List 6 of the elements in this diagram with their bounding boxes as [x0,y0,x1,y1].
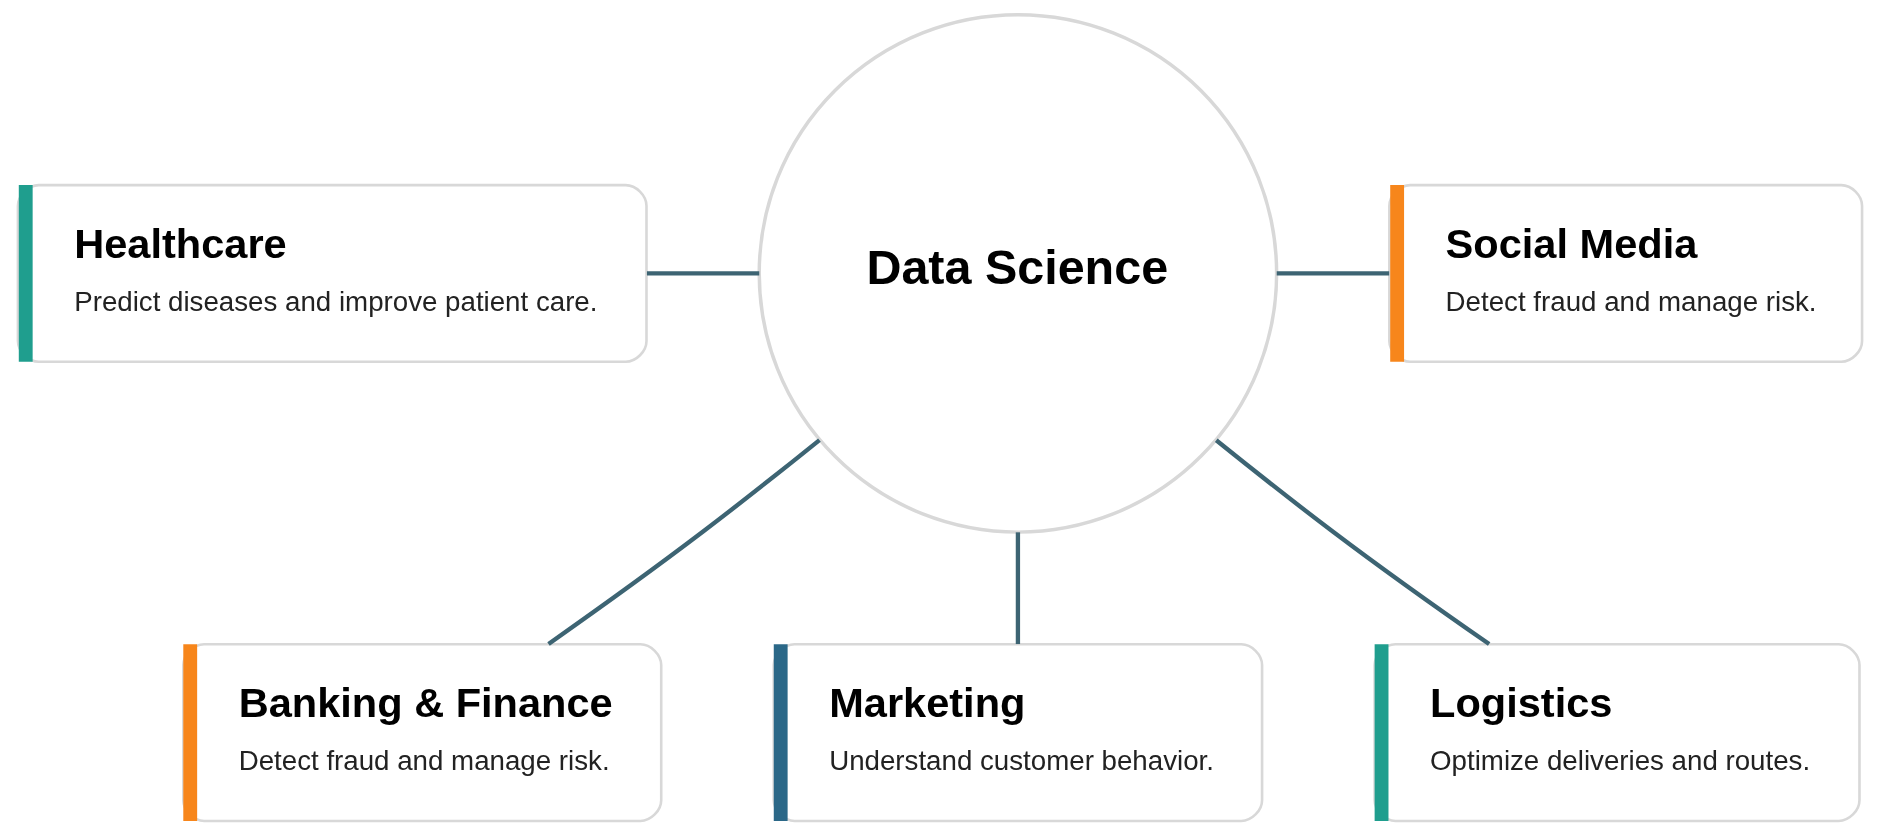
connector [1015,532,1021,645]
connector [1214,438,1491,646]
connector [547,438,821,646]
connector [646,271,760,276]
node-circle: Data Science [757,13,1279,534]
connector [1276,271,1390,276]
